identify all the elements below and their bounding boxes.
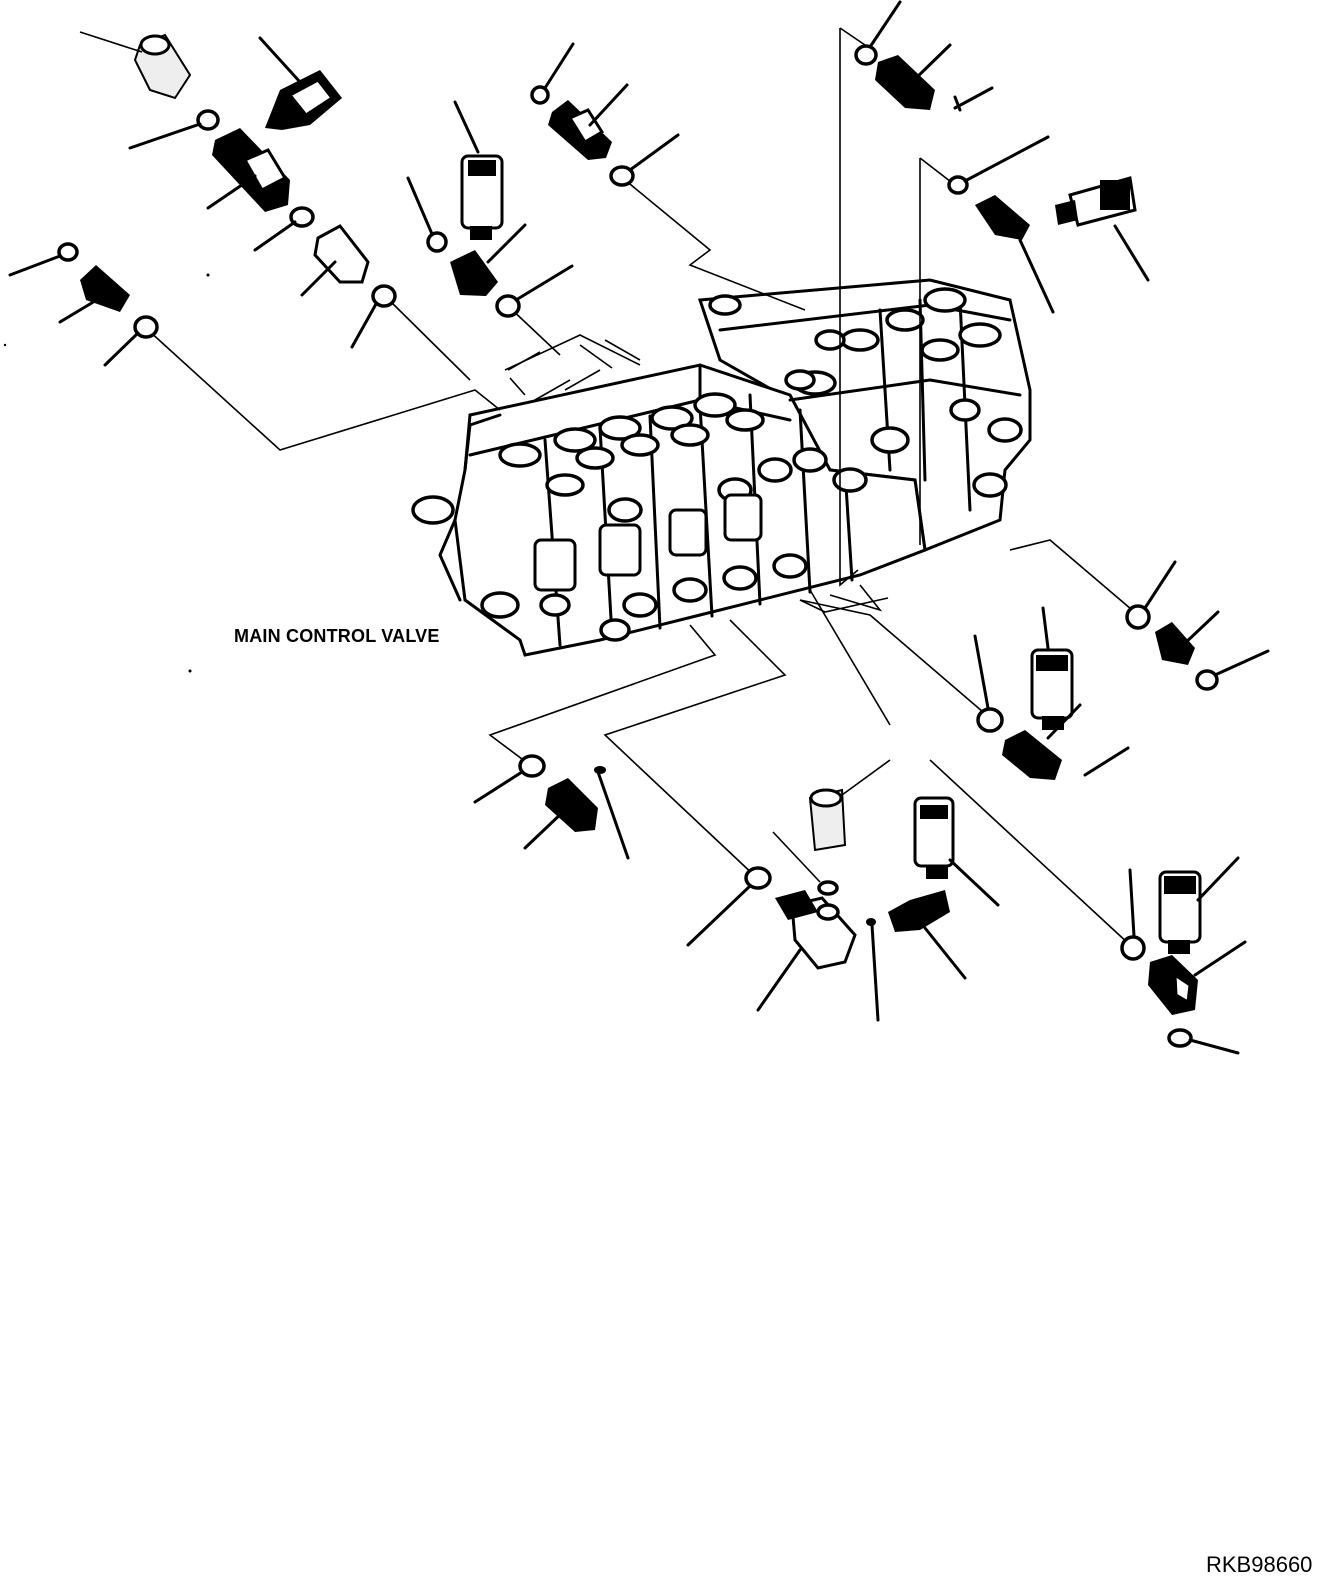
pressure-sensor-5 bbox=[1158, 856, 1240, 954]
adapter-fitting-lower bbox=[808, 759, 891, 852]
threaded-plug-2 bbox=[1155, 610, 1220, 665]
pressure-sensor-3 bbox=[1030, 606, 1074, 730]
main-control-valve-body bbox=[411, 278, 1032, 657]
pressure-switch-7 bbox=[1148, 940, 1247, 1015]
assembly-leader-lines bbox=[147, 27, 1139, 946]
pressure-switch-1 bbox=[258, 36, 342, 130]
threaded-plug-1 bbox=[58, 265, 130, 324]
main-control-valve-label: MAIN CONTROL VALVE bbox=[234, 626, 440, 646]
relief-valve-2 bbox=[548, 83, 629, 160]
o-rings bbox=[8, 0, 1270, 1055]
pressure-switch-4 bbox=[1002, 703, 1130, 780]
pressure-switch-2 bbox=[450, 223, 527, 296]
plug-fitting-1 bbox=[300, 224, 370, 297]
pressure-switch-3 bbox=[875, 43, 994, 112]
pressure-sensor-1 bbox=[453, 100, 504, 240]
drawing-number: RKB98660 bbox=[1206, 1552, 1313, 1577]
exploded-components bbox=[8, 0, 1270, 1055]
pressure-sensor-4 bbox=[913, 796, 1000, 907]
adapter-fitting-top-left bbox=[79, 31, 192, 100]
switch-block bbox=[756, 890, 857, 1012]
relief-valve-1 bbox=[206, 128, 290, 212]
pressure-switch-6 bbox=[866, 890, 967, 1022]
plug-fitting-2 bbox=[975, 195, 1055, 314]
pressure-sensor-2 bbox=[1055, 176, 1150, 282]
pressure-switch-5 bbox=[523, 766, 630, 860]
